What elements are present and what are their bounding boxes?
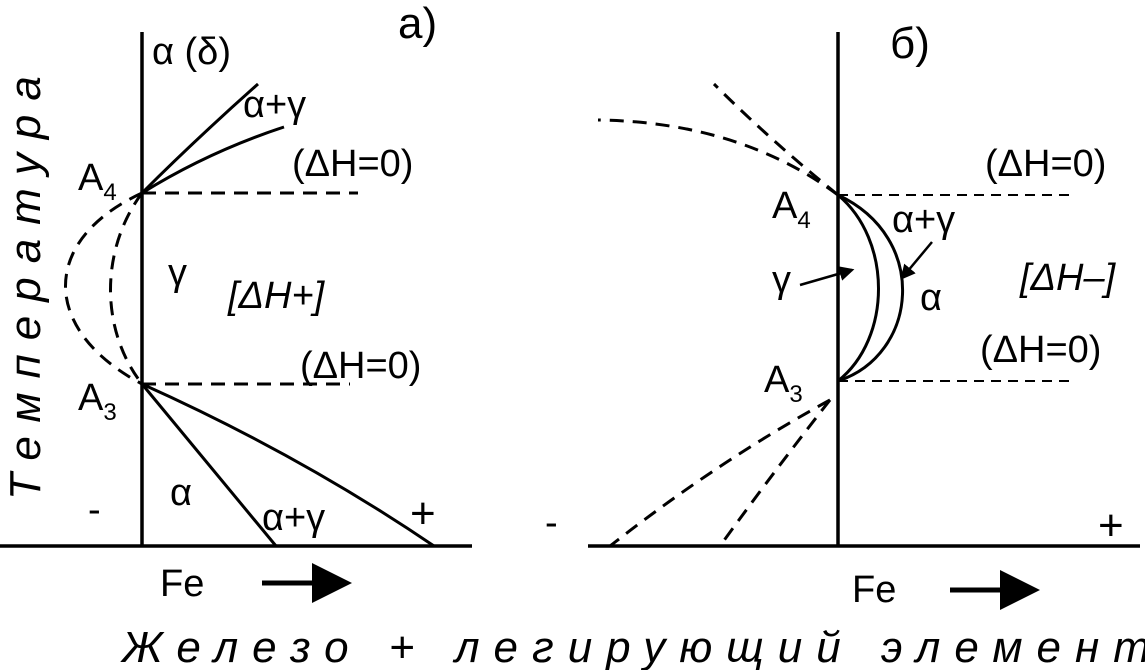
panel-b-point-a3: A3	[764, 359, 803, 408]
panel-b-upper-dashed-curve-2	[712, 82, 839, 197]
panel-b-alpha-label: α	[920, 277, 942, 319]
panel-b-lower-dashed-curve-1	[609, 398, 831, 548]
panel-b-gamma-arrow	[799, 266, 855, 287]
panel-b-fe-label: Fe	[852, 569, 896, 611]
panel-a-upper-boundary-note: (ΔH=0)	[292, 143, 413, 185]
panel-b-minus-sign: -	[545, 502, 558, 544]
panel-b-lower-dashed-curve-2	[718, 399, 832, 547]
panel-a-upper-boundary-curve-1	[140, 82, 259, 195]
panel-b-lens-outer-curve	[837, 193, 904, 383]
panel-a-plus-sign: +	[410, 489, 436, 538]
y-axis-label: Температура	[1, 62, 50, 500]
panel-a-point-a3: A3	[78, 377, 117, 426]
panel-b-lens-inner-curve	[837, 193, 880, 383]
panel-a-alpha-region: α	[170, 472, 192, 514]
x-axis-label: Железо + легирующий элемент	[120, 623, 1145, 670]
panel-a-enthalpy-note: [ΔH+]	[227, 275, 326, 317]
panel-a-minus-sign: -	[88, 489, 101, 531]
panel-b: б) (ΔH=0) A4 α+γ γ α [ΔH–] (ΔH=0) A3 - +…	[545, 19, 1140, 611]
panel-a-point-a4: A4	[78, 157, 117, 206]
panel-b-point-a4: A4	[772, 185, 811, 234]
panel-a-top-phase: α (δ)	[152, 31, 231, 73]
panel-a-gamma-region: γ	[168, 252, 187, 294]
panel-a-gamma-loop-outer	[64, 191, 143, 386]
panel-b-gamma-label: γ	[772, 259, 791, 301]
panel-b-two-phase-arrow	[900, 241, 933, 280]
panel-b-plus-sign: +	[1098, 501, 1124, 550]
panel-b-upper-boundary-note: (ΔH=0)	[985, 143, 1106, 185]
panel-a-lower-boundary-note: (ΔH=0)	[300, 345, 421, 387]
panel-b-lower-boundary-note: (ΔH=0)	[980, 329, 1101, 371]
panel-a: а) α (δ) α+γ (ΔH=0) A4 γ [ΔH+] (ΔH=0) A3…	[0, 0, 472, 605]
panel-a-lower-boundary-line-2	[141, 382, 435, 548]
panel-a-upper-two-phase: α+γ	[243, 84, 306, 126]
panel-a-upper-boundary-curve-2	[141, 125, 285, 195]
panel-a-tag: а)	[398, 0, 437, 48]
panel-a-gamma-loop-inner	[109, 192, 144, 385]
panel-a-fe-label: Fe	[160, 563, 204, 605]
panel-b-upper-dashed-curve-1	[597, 118, 839, 197]
panel-a-lower-boundary-line-1	[140, 383, 278, 547]
panel-b-two-phase: α+γ	[892, 199, 955, 241]
panel-b-tag: б)	[890, 19, 930, 68]
panel-b-enthalpy-note: [ΔH–]	[1019, 257, 1117, 299]
panel-a-lower-two-phase: α+γ	[262, 497, 325, 539]
